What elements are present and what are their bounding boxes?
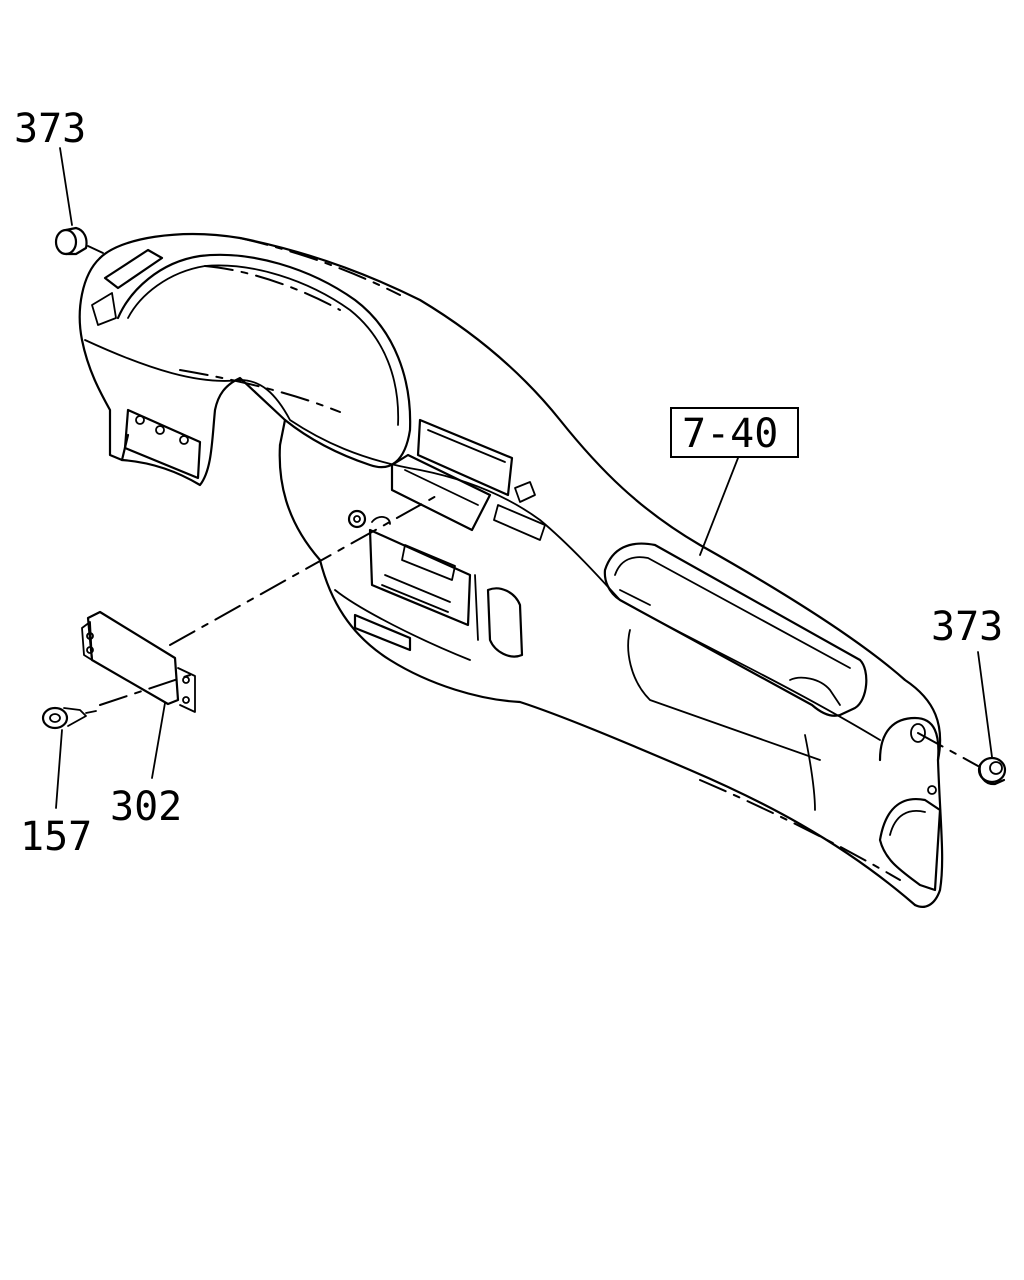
grommet-right-icon xyxy=(977,756,1007,786)
leader-lines xyxy=(55,147,993,809)
callout-373-left: 373 xyxy=(14,106,86,152)
screw-157-icon xyxy=(41,706,97,730)
callout-157: 157 xyxy=(20,814,92,860)
callout-373-right: 373 xyxy=(931,604,1003,650)
callout-7-40: 7-40 xyxy=(682,411,778,457)
callout-7-40-box xyxy=(670,407,799,458)
callout-302: 302 xyxy=(110,784,182,830)
instrument-panel xyxy=(78,233,944,908)
bracket-302 xyxy=(81,610,196,713)
grommet-left-icon xyxy=(54,226,104,256)
